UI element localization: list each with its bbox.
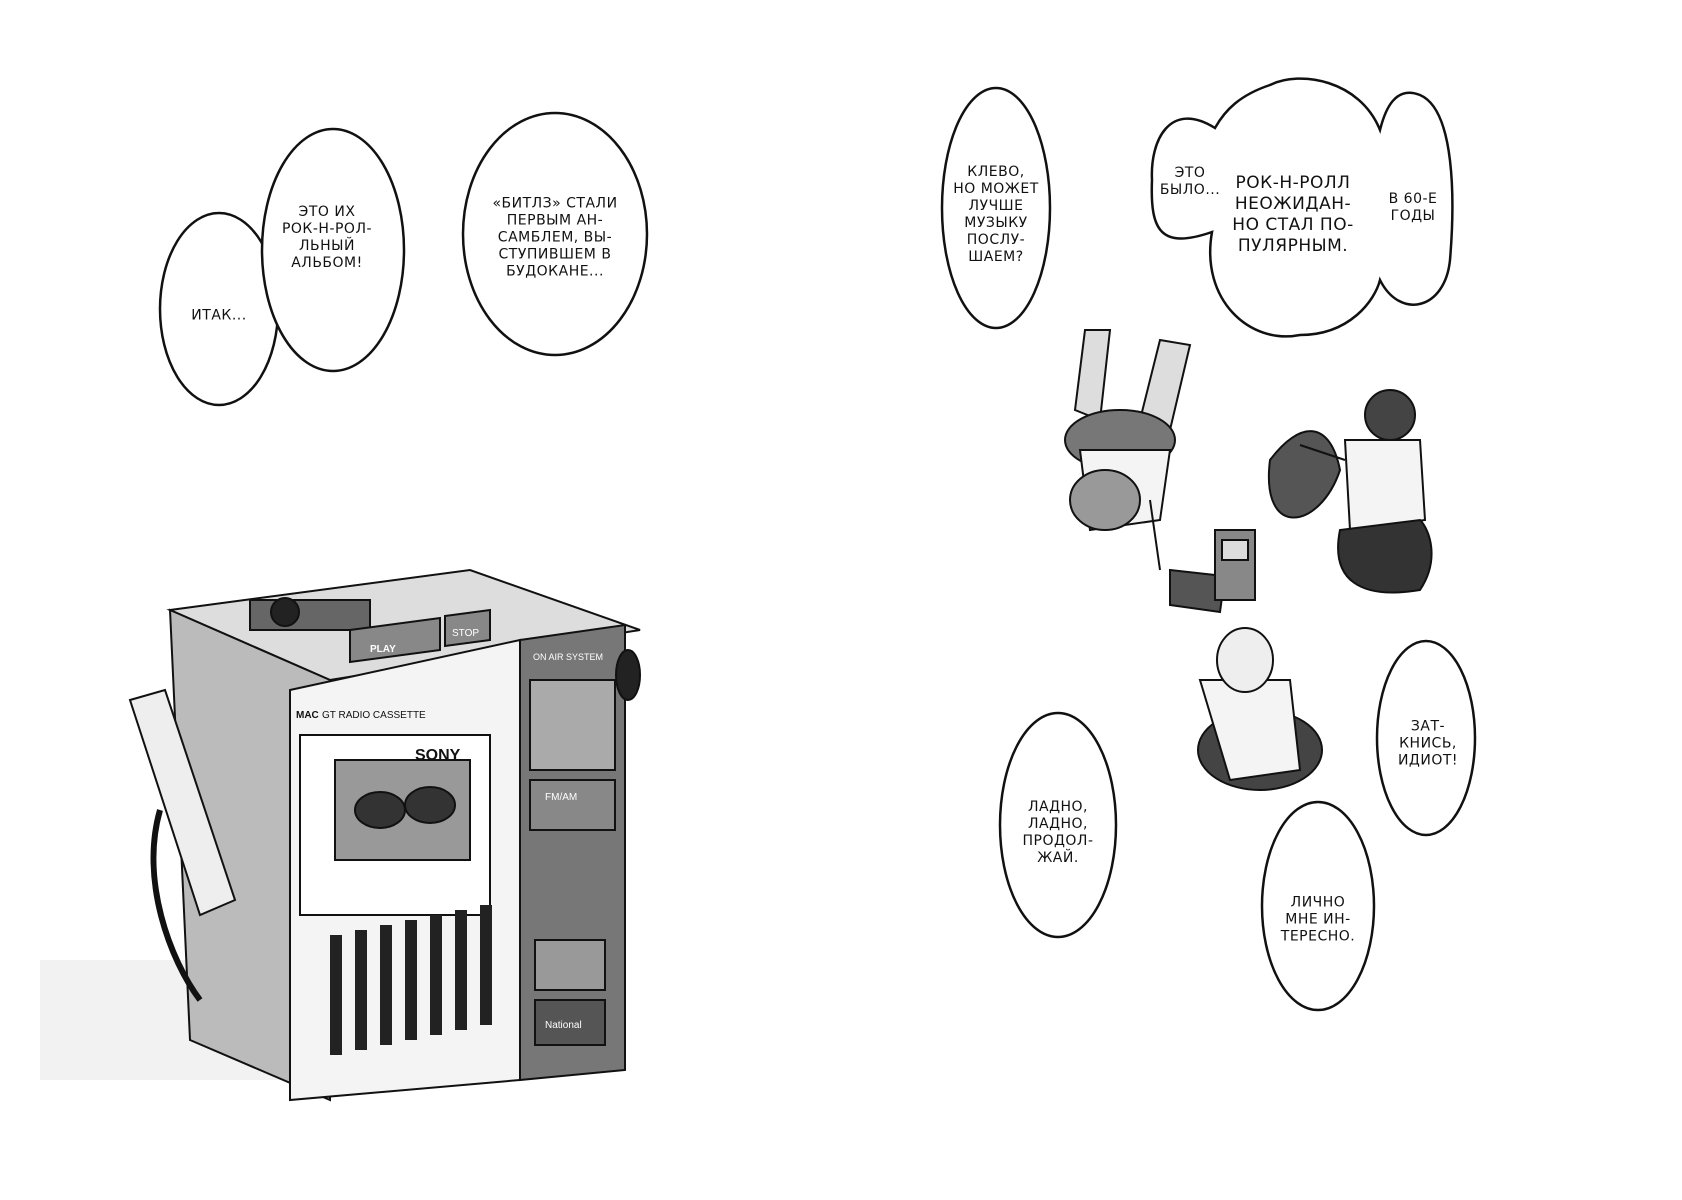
bubble-text-sixties: В 60-Е ГОДЫ (1389, 191, 1438, 225)
bubble-text-rocknroll: РОК-Н-РОЛЛ НЕОЖИДАН- НО СТАЛ ПО- ПУЛЯРНЫ… (1232, 173, 1353, 257)
band-label: FM/AM (545, 792, 577, 803)
bubble-text-itak: ИТАК... (191, 308, 246, 325)
text-line: КНИСЬ, (1399, 735, 1457, 752)
text-line: НЕОЖИДАН- (1234, 194, 1352, 214)
text-line: СТУПИВШЕМ В (498, 246, 612, 263)
speech-bubble-beatles (461, 111, 649, 357)
text-line: ЛАДНО, (1027, 799, 1089, 815)
speech-bubble-zatknis (1375, 639, 1477, 837)
text-line: ЖАЙ. (1037, 850, 1079, 866)
glasses-boy (1267, 389, 1433, 594)
text-line: ЭТО (1174, 165, 1206, 181)
text-line: НО СТАЛ ПО- (1232, 215, 1354, 235)
text-line: МНЕ ИН- (1285, 911, 1351, 928)
text-line: ЭТО ИХ (298, 204, 356, 220)
text-line: ПЕРВЫМ АН- (506, 212, 604, 229)
text-line: АЛЬБОМ! (291, 255, 363, 271)
stop-label: STOP (452, 628, 479, 639)
text-line: «БИТЛЗ» СТАЛИ (492, 195, 618, 212)
bubble-text-album: ЭТО ИХ РОК-Н-РОЛ- ЛЬНЫЙ АЛЬБОМ! (282, 204, 372, 272)
text-line: ЗАТ- (1410, 718, 1446, 735)
play-label: PLAY (370, 644, 396, 655)
text-line: ПУЛЯРНЫМ. (1237, 236, 1349, 256)
text-line: В 60-Е (1388, 191, 1438, 207)
panel-label: ON AIR SYSTEM (533, 652, 603, 662)
bubble-text-klevo: КЛЕВО, НО МОЖЕТ ЛУЧШЕ МУЗЫКУ ПОСЛУ- ШАЕМ… (953, 164, 1039, 266)
text-line: ПРОДОЛ- (1022, 833, 1094, 849)
radio-cassette-illustration (40, 568, 641, 1102)
speech-bubble-klevo (940, 86, 1052, 330)
lying-boy (1064, 329, 1192, 571)
text-line: БЫЛО... (1159, 182, 1221, 198)
text-line: ЛАДНО, (1027, 816, 1089, 832)
text-line: ИТАК... (191, 307, 247, 324)
text-line: ПОСЛУ- (966, 232, 1026, 248)
radio-logo: MAC (296, 710, 319, 721)
bubble-text-zatknis: ЗАТ- КНИСЬ, ИДИОТ! (1398, 719, 1458, 770)
text-line: КЛЕВО, (967, 164, 1025, 180)
speech-bubble-album (260, 127, 406, 373)
speech-bubble-lichno (1260, 800, 1376, 1012)
characters-illustration (1064, 329, 1433, 791)
text-line: НО МОЖЕТ (953, 181, 1039, 197)
front-brand: National (545, 1020, 582, 1031)
speech-bubble-ladno (998, 711, 1118, 939)
bubble-text-eto-bylo: ЭТО БЫЛО... (1160, 165, 1220, 199)
bubble-text-ladno: ЛАДНО, ЛАДНО, ПРОДОЛ- ЖАЙ. (1022, 799, 1093, 867)
text-line: БУДОКАНЕ... (506, 263, 604, 280)
bubble-text-beatles: «БИТЛЗ» СТАЛИ ПЕРВЫМ АН- САМБЛЕМ, ВЫ- СТ… (492, 196, 617, 281)
text-line: ЛИЧНО (1290, 894, 1346, 911)
radio-model-label: GT RADIO CASSETTE (322, 710, 426, 721)
text-line: ЛУЧШЕ (968, 198, 1024, 214)
text-line: РОК-Н-РОЛЛ (1235, 173, 1351, 193)
text-line: ТЕРЕСНО. (1280, 928, 1356, 945)
blonde-boy (1197, 627, 1323, 791)
text-line: ИДИОТ! (1397, 752, 1459, 769)
speech-bubble-cloud (1150, 77, 1454, 338)
text-line: САМБЛЕМ, ВЫ- (497, 229, 613, 246)
small-radio (1169, 529, 1256, 614)
text-line: ГОДЫ (1390, 208, 1436, 224)
text-line: ШАЕМ? (968, 249, 1024, 265)
bubble-text-lichno: ЛИЧНО МНЕ ИН- ТЕРЕСНО. (1281, 895, 1355, 946)
cassette-brand: SONY (415, 747, 461, 764)
text-line: МУЗЫКУ (964, 215, 1028, 231)
text-line: РОК-Н-РОЛ- (281, 221, 373, 237)
text-line: ЛЬНЫЙ (299, 238, 355, 254)
